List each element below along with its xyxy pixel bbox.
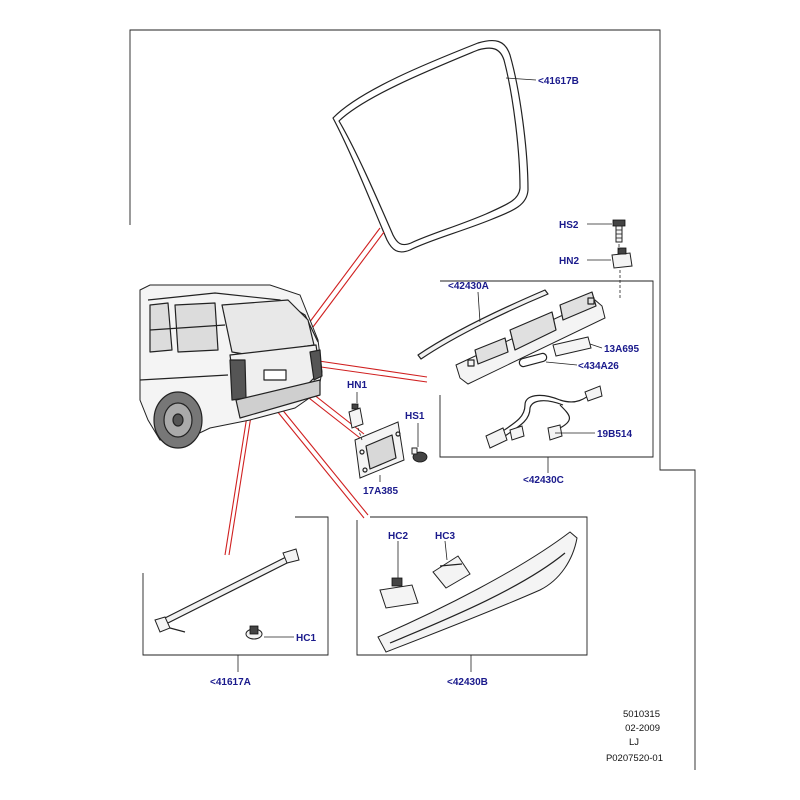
- footer-line-1: 5010315: [623, 709, 660, 720]
- callout-HC2: HC2: [388, 531, 408, 542]
- handle-housing: [455, 291, 606, 385]
- vehicle-illustration: [139, 284, 323, 449]
- callout-42430A: <42430A: [448, 281, 489, 292]
- finisher-strip-42430A: [417, 289, 549, 360]
- callout-HS2: HS2: [559, 220, 579, 231]
- callout-HN1: HN1: [347, 380, 367, 391]
- callout-41617A: <41617A: [210, 677, 251, 688]
- callout-HC1: HC1: [296, 633, 316, 644]
- switch-13A695: [552, 336, 592, 357]
- footer-line-3: LJ: [629, 737, 639, 748]
- callout-13A695: 13A695: [604, 344, 639, 355]
- callout-HC3: HC3: [435, 531, 455, 542]
- bracket-17A385: [354, 421, 405, 479]
- screw-HS1: [411, 447, 428, 463]
- harness-19B514: [485, 385, 603, 449]
- footer-line-2: 02-2009: [625, 723, 660, 734]
- clip-nut-HN1: [348, 407, 364, 429]
- leader-41617B: [505, 77, 537, 81]
- clip-HC3: [432, 555, 471, 589]
- clip-HC1: [245, 625, 263, 640]
- screw-HS2: [612, 219, 626, 243]
- subassembly-box-41617A: [142, 516, 329, 656]
- gasket-434A26: [518, 352, 548, 368]
- callout-42430B: <42430B: [447, 677, 488, 688]
- weatherstrip-41617A: [154, 548, 300, 633]
- callout-17A385: 17A385: [363, 486, 398, 497]
- callout-19B514: 19B514: [597, 429, 632, 440]
- subassembly-box-42430C: [439, 280, 654, 458]
- diagram-frame: [129, 29, 696, 770]
- subassembly-box-42430B: [356, 516, 588, 656]
- nut-HN2: [611, 247, 633, 269]
- trim-panel-42430B: [377, 531, 578, 653]
- callout-HS1: HS1: [405, 411, 425, 422]
- callout-41617B: <41617B: [538, 76, 579, 87]
- callout-42430C: <42430C: [523, 475, 564, 486]
- callout-434A26: <434A26: [578, 361, 619, 372]
- clip-HC2: [379, 577, 419, 609]
- tailgate-seal: [332, 40, 529, 253]
- footer-line-4: P0207520-01: [606, 753, 663, 764]
- callout-HN2: HN2: [559, 256, 579, 267]
